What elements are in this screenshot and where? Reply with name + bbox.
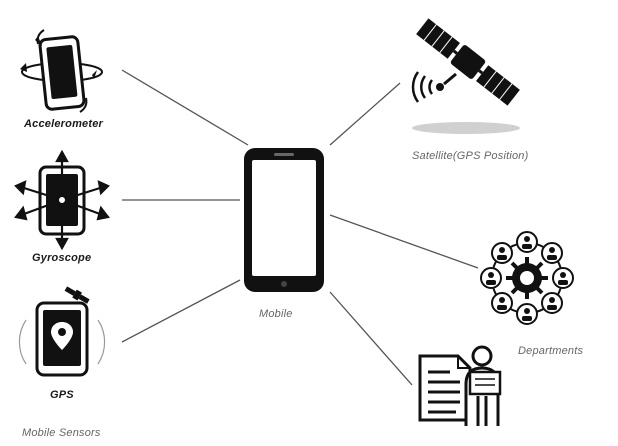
- connector-accelerometer: [121, 69, 249, 146]
- label-mobile-sensors: Mobile Sensors: [22, 427, 101, 439]
- label-accelerometer: Accelerometer: [24, 118, 104, 130]
- connector-satellite: [329, 82, 401, 146]
- phone-rotation-icon: [20, 29, 103, 113]
- satellite-icon: [411, 18, 520, 106]
- connector-gps: [121, 279, 241, 343]
- connector-departments: [329, 214, 479, 269]
- satellite-shadow: [412, 122, 520, 134]
- people-network-gear-icon: [480, 231, 574, 325]
- smartphone-icon: [244, 148, 324, 292]
- phone-axes-icon: [14, 149, 110, 251]
- label-departments: Departments: [518, 345, 584, 357]
- connectors: [121, 69, 479, 386]
- document-person-icon: [418, 345, 502, 426]
- connector-document: [329, 291, 413, 386]
- label-satellite: Satellite(GPS Position): [412, 150, 529, 162]
- label-gps: GPS: [50, 389, 74, 401]
- label-mobile: Mobile: [259, 308, 293, 320]
- label-gyroscope: Gyroscope: [32, 252, 92, 264]
- phone-location-pin-icon: [18, 286, 106, 377]
